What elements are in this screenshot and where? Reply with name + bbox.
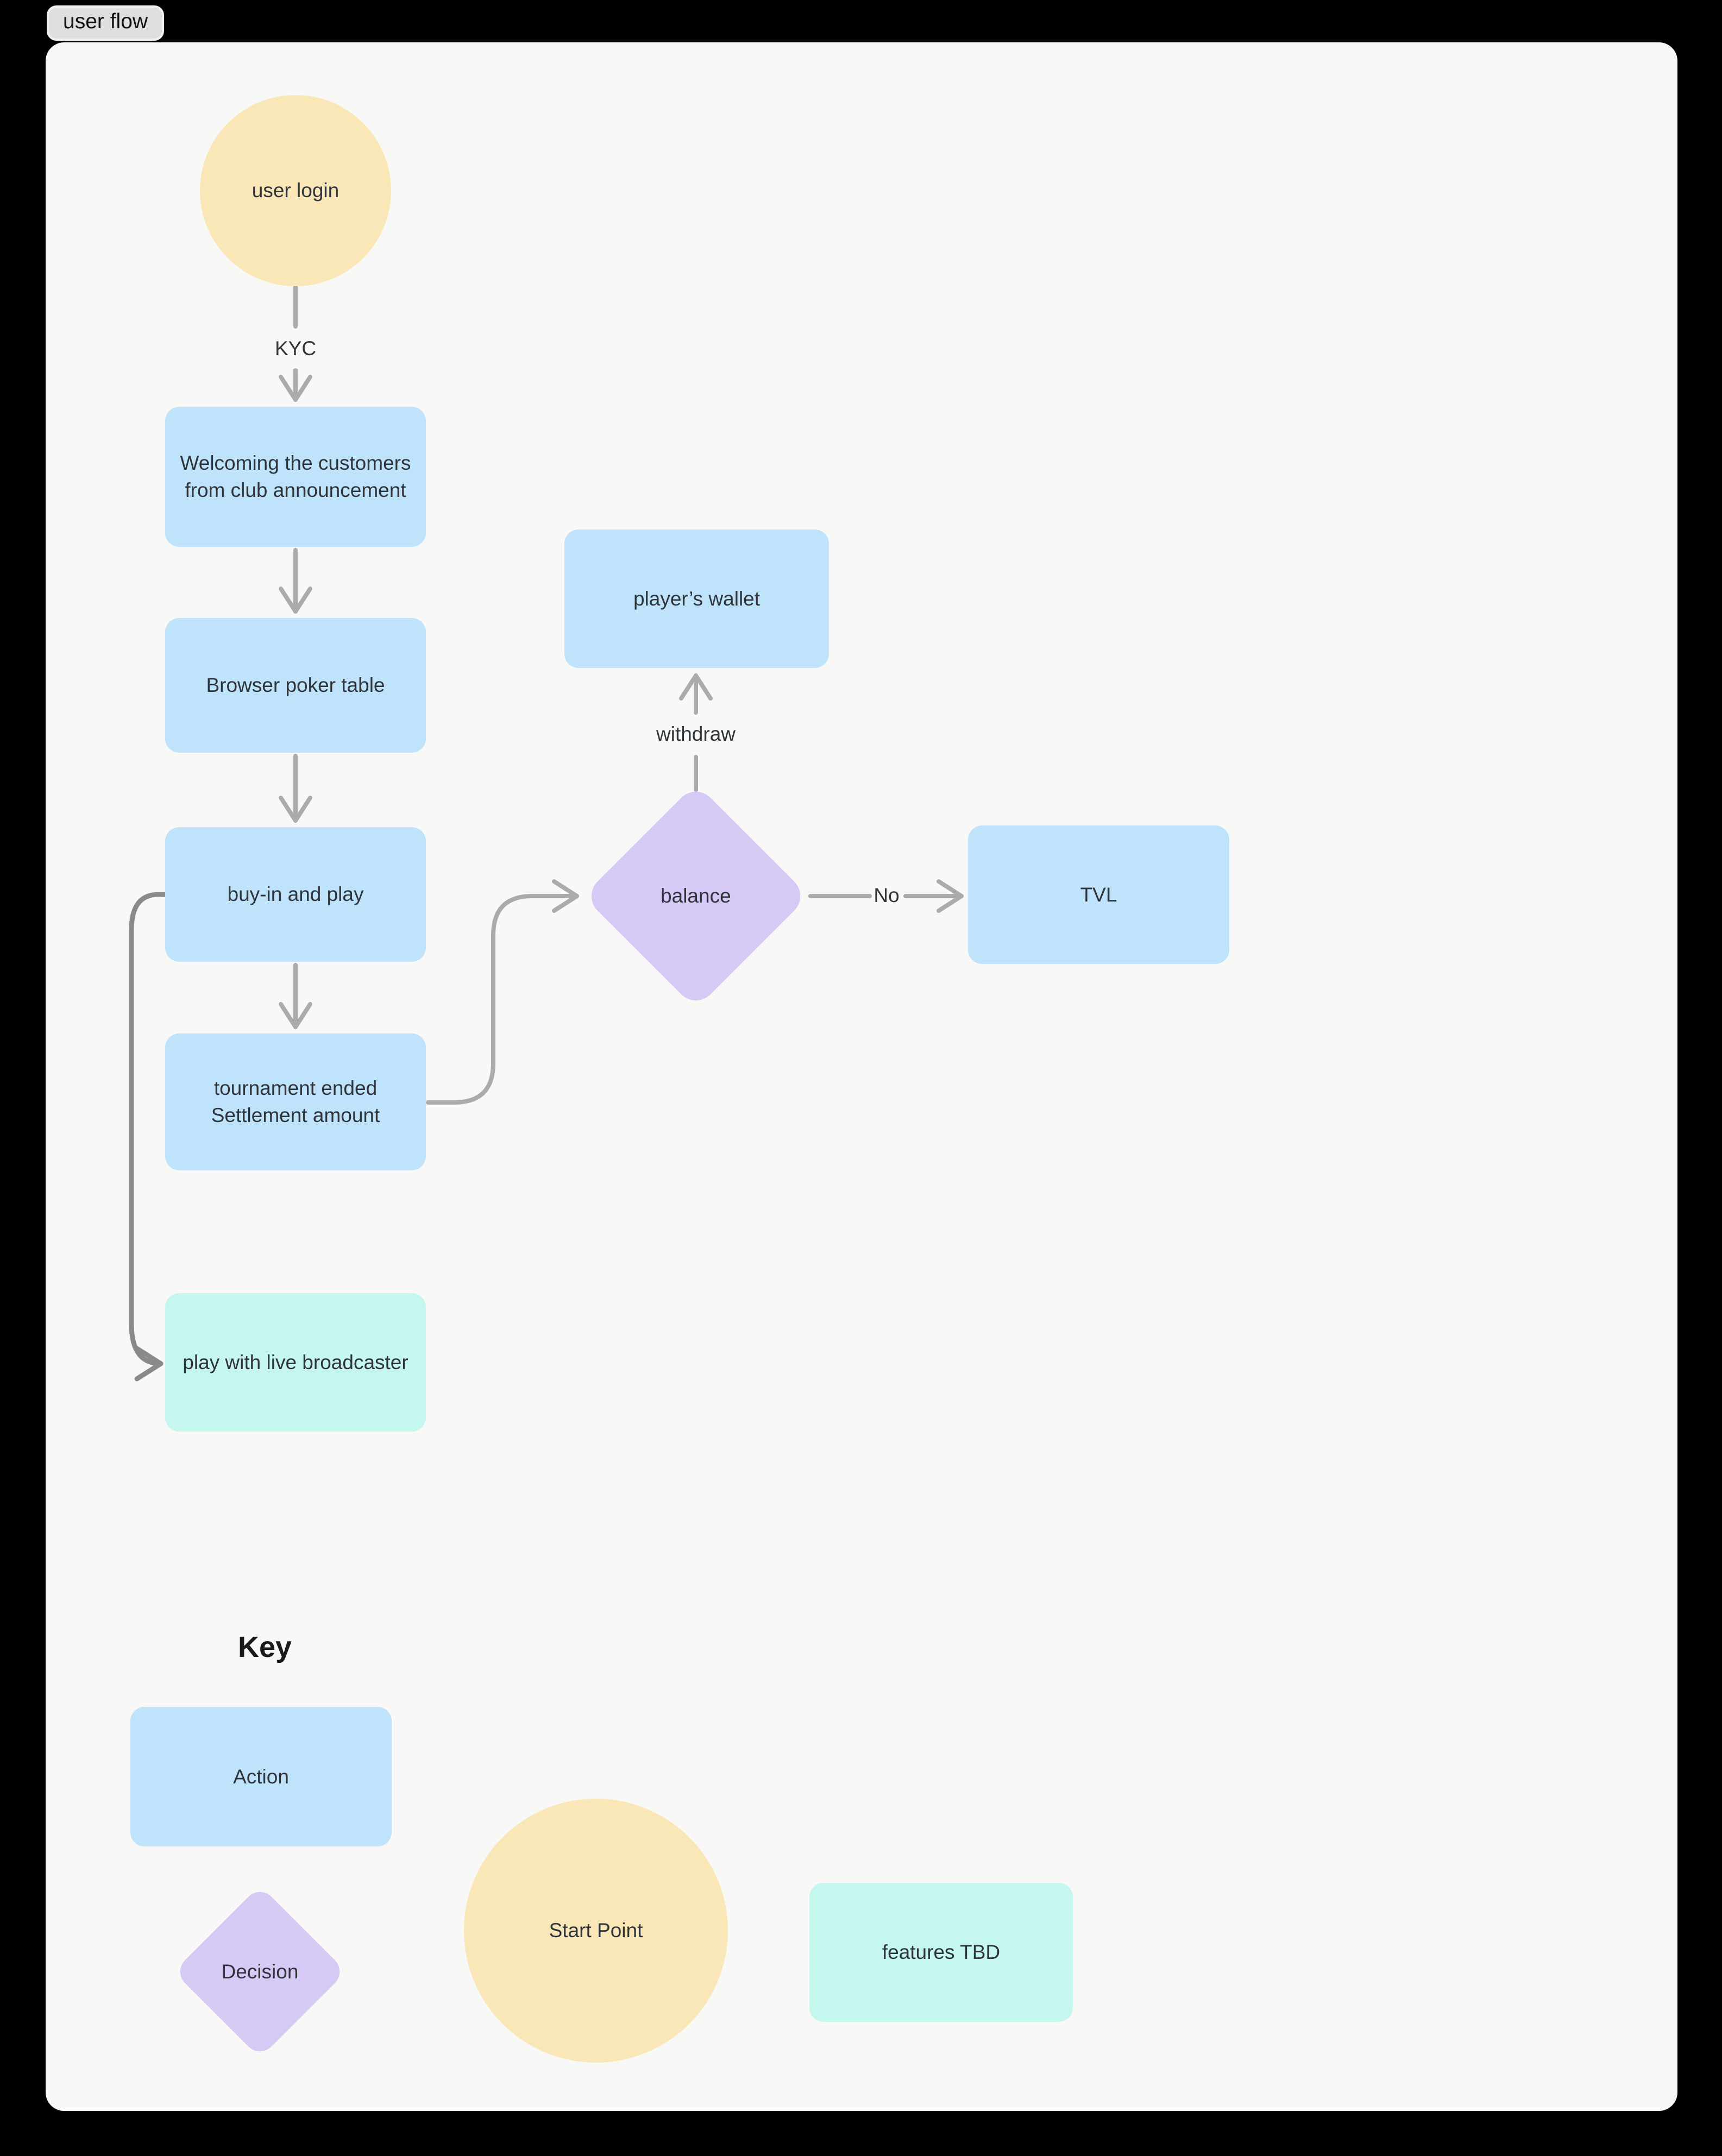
node-players-wallet[interactable]: player’s wallet [564,529,829,668]
edge-buyin-broadcaster[interactable] [129,892,168,1382]
node-tournament-ended-label: tournament ended Settlement amount [211,1075,380,1129]
node-user-login[interactable]: user login [200,95,391,286]
node-players-wallet-label: player’s wallet [633,587,761,610]
welcoming-line2: from club announcement [185,479,406,501]
edge-label-withdraw[interactable]: withdraw [656,723,736,745]
node-welcoming-customers[interactable]: Welcoming the customers from club announ… [165,407,426,547]
page-tab-user-flow[interactable]: user flow [47,5,165,41]
key-start-point-label: Start Point [549,1919,643,1941]
node-tournament-ended[interactable]: tournament ended Settlement amount [165,1033,426,1170]
node-buyin-and-play-label: buy-in and play [227,883,364,905]
edge-tournament-balance[interactable] [426,879,579,1105]
node-tvl-label: TVL [1080,883,1117,906]
welcoming-line1: Welcoming the customers [180,452,411,475]
key-features-tbd-label: features TBD [882,1941,1001,1963]
key-features-tbd-sample[interactable]: features TBD [809,1883,1073,2022]
node-user-login-label: user login [252,179,340,201]
edge-label-kyc[interactable]: KYC [274,337,317,360]
edge-label-no[interactable]: No [873,884,900,906]
key-action-label: Action [233,1765,289,1788]
key-start-point-sample[interactable]: Start Point [464,1799,728,2063]
key-decision-label: Decision [221,1960,299,1983]
node-play-with-live-broadcaster-label: play with live broadcaster [183,1351,408,1373]
key-title[interactable]: Key [238,1631,292,1663]
tournament-line1: tournament ended [213,1077,378,1100]
tournament-line2: Settlement amount [211,1104,380,1126]
node-tvl[interactable]: TVL [968,825,1229,964]
node-browser-poker-table[interactable]: Browser poker table [165,618,426,753]
node-balance-decision-label: balance [661,884,731,907]
node-buyin-and-play[interactable]: buy-in and play [165,827,426,962]
node-welcoming-customers-label: Welcoming the customers from club announ… [180,450,411,503]
node-play-with-live-broadcaster[interactable]: play with live broadcaster [165,1293,426,1432]
node-browser-poker-table-label: Browser poker table [206,674,385,696]
key-action-sample[interactable]: Action [130,1707,392,1846]
